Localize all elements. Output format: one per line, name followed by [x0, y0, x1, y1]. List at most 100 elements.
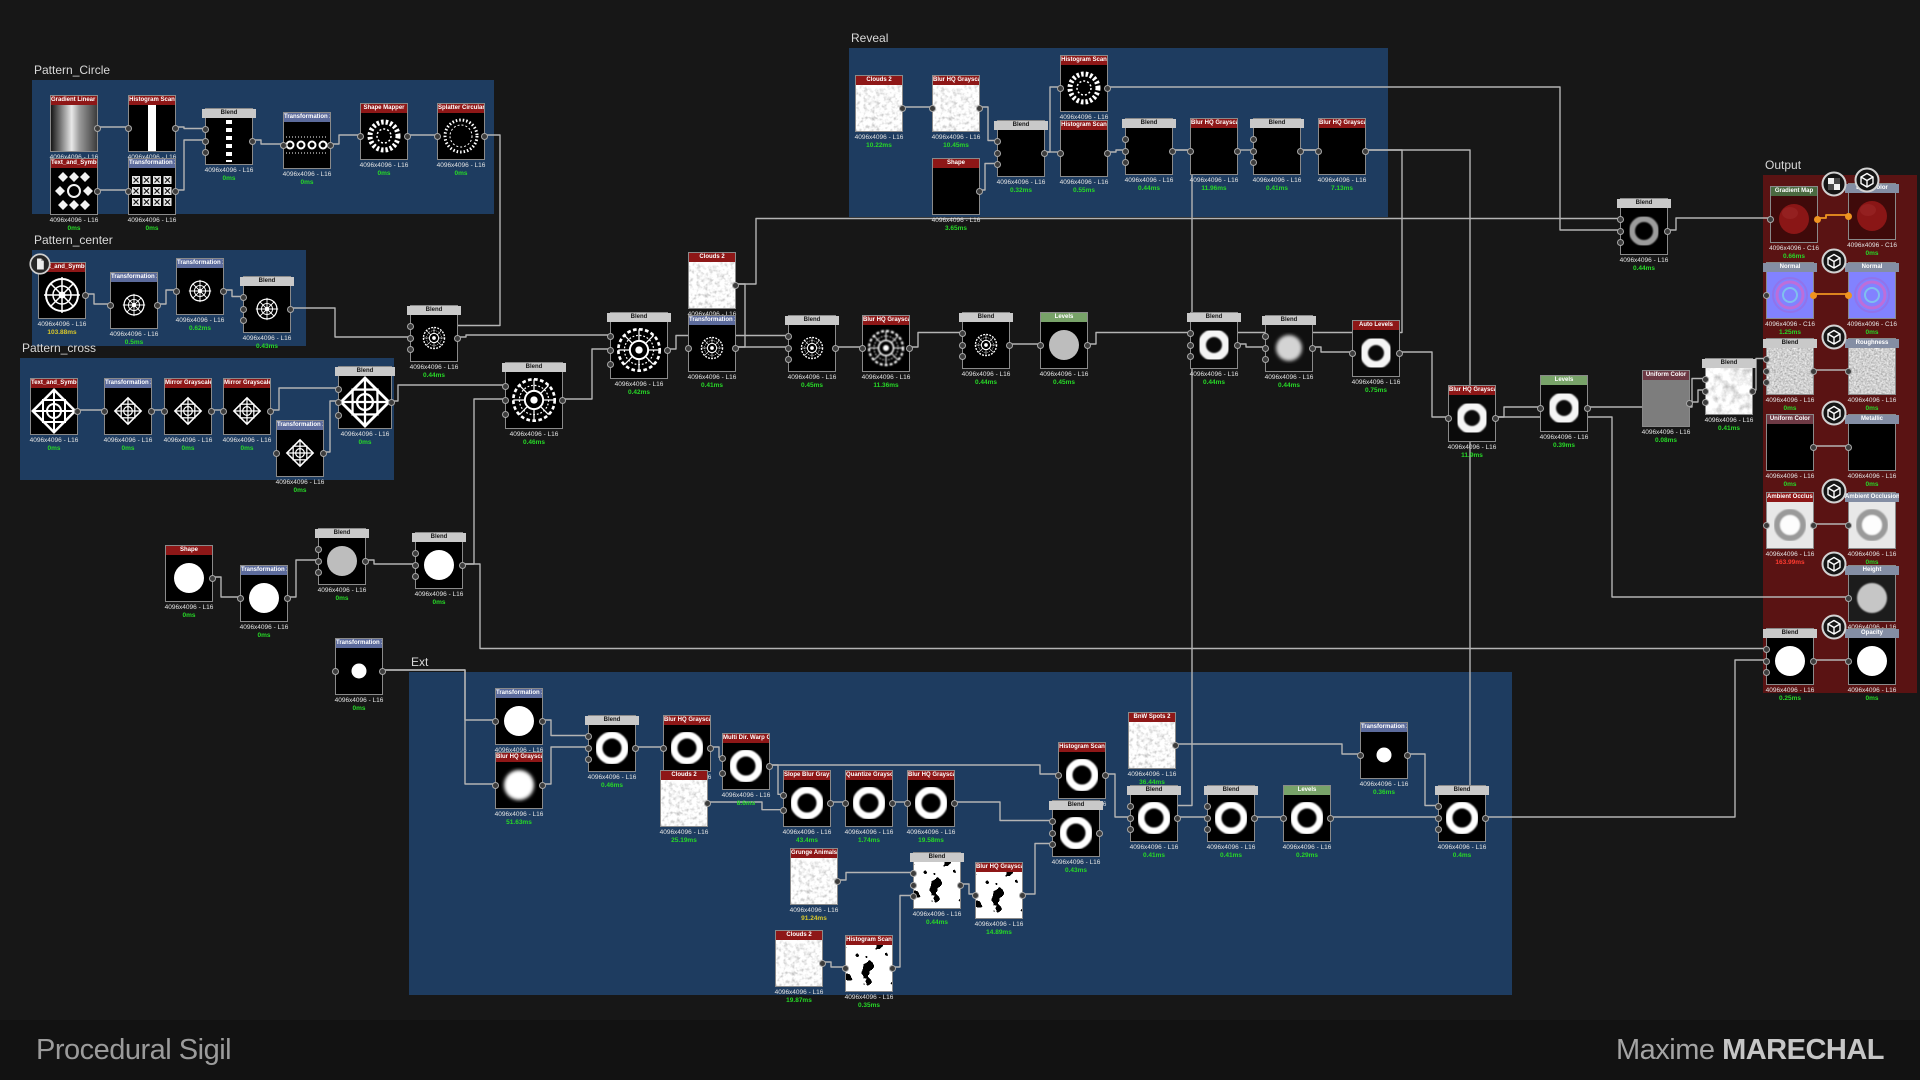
node-connector[interactable] — [1127, 814, 1134, 822]
node-connector[interactable] — [585, 733, 592, 740]
node-connector[interactable] — [315, 546, 322, 553]
node-connector[interactable] — [1049, 818, 1056, 825]
node-connector[interactable] — [910, 893, 917, 900]
node-connector[interactable] — [202, 149, 209, 156]
group-ext[interactable]: Ext — [409, 655, 1512, 995]
node-connector[interactable] — [959, 353, 966, 360]
node-connector[interactable] — [1749, 387, 1756, 395]
node-connector[interactable] — [832, 344, 839, 352]
node-connector[interactable] — [1482, 814, 1489, 822]
node-connector[interactable] — [1492, 414, 1499, 422]
node-connector[interactable] — [332, 667, 339, 675]
node-connector[interactable] — [1763, 521, 1770, 529]
node-connector[interactable] — [1327, 814, 1334, 822]
node-connector[interactable] — [492, 717, 499, 725]
node-connector[interactable] — [1357, 751, 1364, 759]
node-connector[interactable] — [951, 799, 958, 807]
node-connector[interactable] — [1174, 814, 1181, 822]
node-connector[interactable] — [315, 557, 322, 565]
node-connector[interactable] — [1617, 216, 1624, 223]
node-connector[interactable] — [972, 891, 979, 899]
node-connector[interactable] — [957, 881, 964, 889]
node-connector[interactable] — [1845, 367, 1852, 375]
node-connector[interactable] — [220, 407, 227, 415]
node-connector[interactable] — [1250, 136, 1257, 143]
node-connector[interactable] — [357, 132, 364, 140]
node-connector[interactable] — [1262, 333, 1269, 340]
node-connector[interactable] — [1617, 227, 1624, 235]
node-connector[interactable] — [1763, 669, 1770, 676]
node-connector[interactable] — [1702, 399, 1709, 406]
node-connector[interactable] — [1315, 147, 1322, 155]
node-connector[interactable] — [280, 141, 287, 149]
node-connector[interactable] — [1127, 826, 1134, 833]
node-connector[interactable] — [899, 104, 906, 112]
node-connector[interactable] — [1055, 771, 1062, 779]
group-reveal[interactable]: Reveal — [849, 31, 1388, 217]
node-connector[interactable] — [273, 449, 280, 457]
node-connector[interactable] — [125, 187, 132, 195]
node-connector[interactable] — [1763, 646, 1770, 653]
node-connector[interactable] — [249, 137, 256, 145]
node-connector[interactable] — [1187, 147, 1194, 155]
node-connector[interactable] — [202, 137, 209, 145]
node-connector[interactable] — [632, 744, 639, 752]
node-connector[interactable] — [148, 407, 155, 415]
group-pattern-circle[interactable]: Pattern_Circle — [32, 63, 494, 214]
node-connector[interactable] — [209, 574, 216, 582]
node-connector[interactable] — [904, 799, 911, 807]
node-connector[interactable] — [1037, 341, 1044, 349]
node-connector[interactable] — [407, 334, 414, 342]
node-connector[interactable] — [208, 407, 215, 415]
node-connector[interactable] — [994, 149, 1001, 157]
node-e5[interactable]: Multi Dir. Warp Grays...4096x4096 - L168… — [719, 733, 773, 807]
node-connector[interactable] — [910, 870, 917, 877]
node-connector[interactable] — [1250, 159, 1257, 166]
node-connector[interactable] — [502, 396, 509, 404]
node-connector[interactable] — [154, 301, 161, 309]
node-connector[interactable] — [1234, 147, 1241, 155]
node-connector[interactable] — [335, 398, 342, 406]
node-o9[interactable]: Ambient Occlusion (HB...4096x4096 - L161… — [1763, 492, 1817, 566]
node-connector[interactable] — [994, 161, 1001, 168]
node-connector[interactable] — [1845, 657, 1852, 665]
node-graph-canvas[interactable]: Pattern_Circle Pattern_center Pattern_cr… — [0, 0, 1920, 1020]
node-connector[interactable] — [1187, 330, 1194, 337]
node-connector[interactable] — [327, 141, 334, 149]
node-connector[interactable] — [412, 561, 419, 569]
node-connector[interactable] — [320, 449, 327, 457]
node-connector[interactable] — [780, 807, 787, 815]
node-connector[interactable] — [585, 756, 592, 763]
node-connector[interactable] — [412, 550, 419, 557]
node-connector[interactable] — [1122, 159, 1129, 166]
